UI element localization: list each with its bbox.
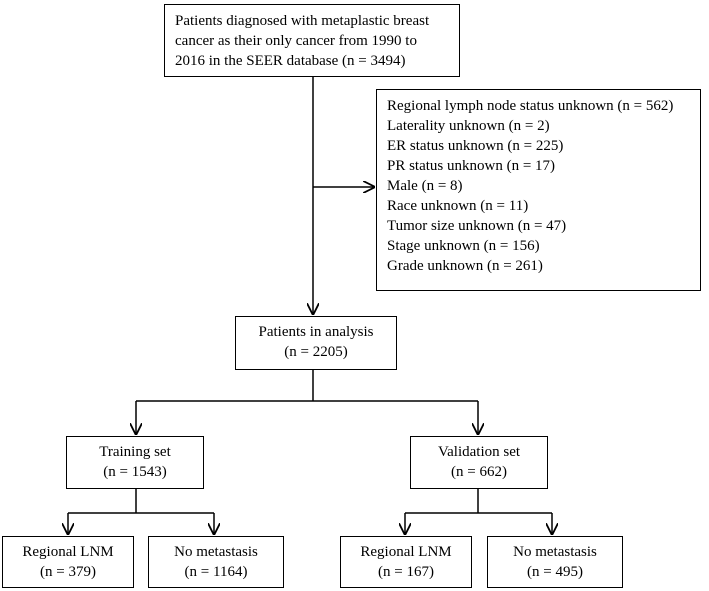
analysis-cohort-box: Patients in analysis (n = 2205) <box>235 316 397 370</box>
exclusion-item: PR status unknown (n = 17) <box>387 158 556 174</box>
validation-lnm-count: (n = 167) <box>378 564 434 580</box>
exclusion-item: Race unknown (n = 11) <box>387 198 529 214</box>
training-no-metastasis-title: No metastasis <box>174 544 258 560</box>
training-title: Training set <box>99 444 171 460</box>
exclusion-item: Regional lymph node status unknown (n = … <box>387 98 674 114</box>
analysis-title: Patients in analysis <box>258 324 374 340</box>
exclusion-criteria-box: Regional lymph node status unknown (n = … <box>376 89 701 291</box>
exclusion-item: Grade unknown (n = 261) <box>387 258 543 274</box>
training-set-box: Training set (n = 1543) <box>66 436 204 489</box>
training-no-metastasis-count: (n = 1164) <box>184 564 248 580</box>
exclusion-item: ER status unknown (n = 225) <box>387 138 564 154</box>
source-line: 2016 in the SEER database (n = 3494) <box>175 53 406 69</box>
validation-no-metastasis-box: No metastasis (n = 495) <box>487 536 623 588</box>
training-lnm-box: Regional LNM (n = 379) <box>2 536 134 588</box>
exclusion-item: Male (n = 8) <box>387 178 463 194</box>
exclusion-item: Laterality unknown (n = 2) <box>387 118 550 134</box>
validation-title: Validation set <box>437 444 521 460</box>
exclusion-item: Tumor size unknown (n = 47) <box>387 218 567 234</box>
source-line: cancer as their only cancer from 1990 to <box>175 33 417 49</box>
validation-set-box: Validation set (n = 662) <box>410 436 548 489</box>
validation-no-metastasis-title: No metastasis <box>513 544 597 560</box>
training-count: (n = 1543) <box>103 464 167 480</box>
training-no-metastasis-box: No metastasis (n = 1164) <box>148 536 284 588</box>
validation-lnm-title: Regional LNM <box>360 544 452 560</box>
validation-no-metastasis-count: (n = 495) <box>527 564 583 580</box>
source-population-box: Patients diagnosed with metaplastic brea… <box>164 4 460 77</box>
exclusion-item: Stage unknown (n = 156) <box>387 238 540 254</box>
validation-lnm-box: Regional LNM (n = 167) <box>340 536 472 588</box>
validation-count: (n = 662) <box>451 464 507 480</box>
analysis-count: (n = 2205) <box>284 344 348 360</box>
training-lnm-title: Regional LNM <box>22 544 114 560</box>
source-line: Patients diagnosed with metaplastic brea… <box>175 13 430 29</box>
training-lnm-count: (n = 379) <box>40 564 96 580</box>
